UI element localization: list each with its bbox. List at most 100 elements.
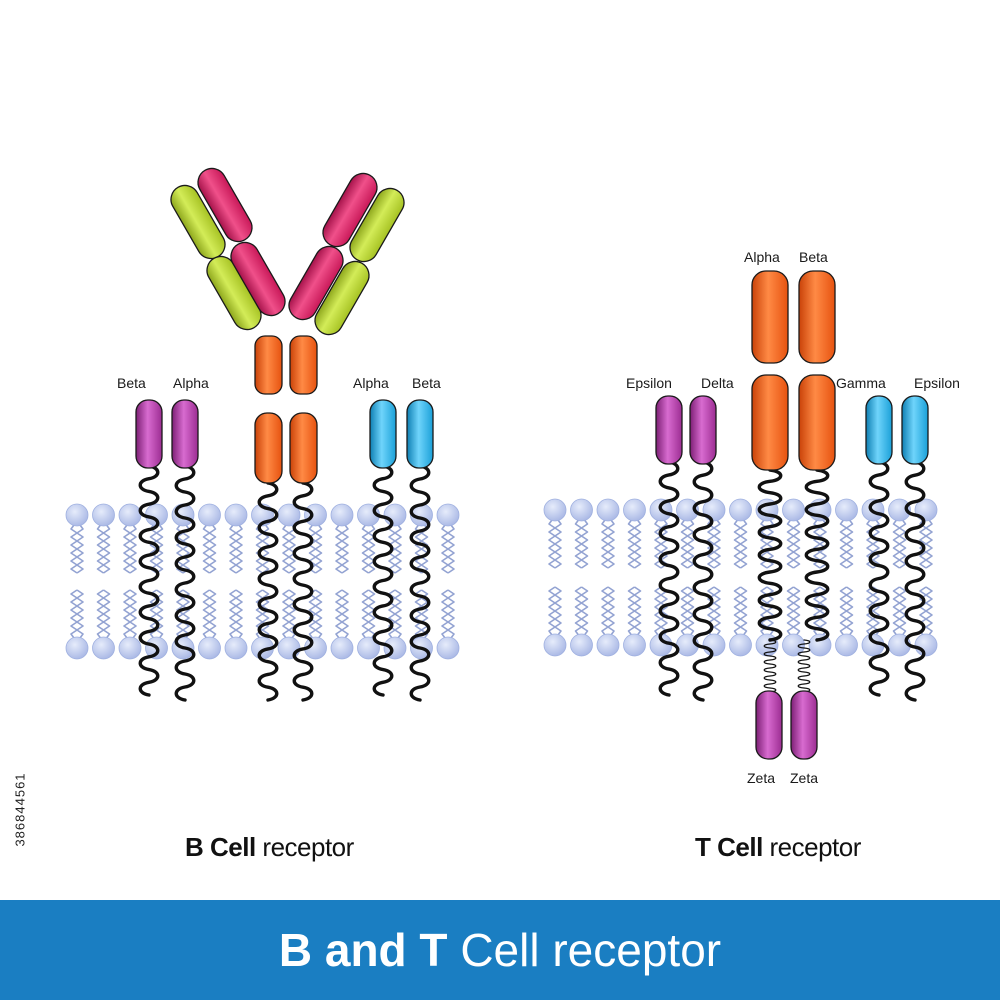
lipid-tail	[96, 589, 105, 639]
antibody-stem	[254, 335, 318, 484]
label-zeta-right: Zeta	[790, 770, 818, 786]
lipid-tail	[925, 586, 933, 636]
cd3-epsilon-right-chain	[904, 460, 926, 702]
lipid-tail	[96, 524, 105, 574]
lipid-tail	[892, 519, 901, 569]
lipid-tail	[202, 589, 211, 639]
zeta-linker-left	[763, 639, 777, 693]
lipid-head	[330, 503, 354, 527]
lipid-head	[596, 498, 620, 522]
lipid-tail	[335, 524, 343, 574]
lipid-tail	[149, 524, 158, 574]
lipid-head	[304, 503, 327, 527]
lipid-head	[277, 636, 301, 660]
banner-title-rest: Cell receptor	[447, 924, 722, 976]
lipid-head	[65, 636, 89, 660]
label-alpha-left: Alpha	[173, 375, 209, 391]
lipid-head	[436, 503, 460, 527]
lipid-tail	[739, 519, 748, 569]
lipid-head	[330, 636, 354, 660]
t-cell-cd3-gamma	[865, 395, 893, 465]
lipid-tail	[341, 524, 349, 574]
lipid-tail	[367, 589, 376, 639]
lipid-tail	[739, 586, 748, 636]
lipid-tail	[898, 586, 907, 636]
lipid-tail	[845, 586, 854, 636]
lipid-tail	[208, 589, 217, 639]
label-epsilon-right: Epsilon	[914, 375, 960, 391]
lipid-tail	[713, 519, 721, 569]
t-cell-caption: T Cell receptor	[695, 832, 861, 863]
lipid-tail	[548, 586, 556, 636]
antibody-left-arm	[170, 167, 286, 331]
lipid-head	[782, 633, 805, 657]
lipid-head	[92, 503, 115, 527]
lipid-tail	[574, 519, 583, 569]
lipid-head	[570, 498, 593, 522]
lipid-tail	[680, 586, 689, 636]
b-cell-chains	[138, 464, 431, 702]
lipid-tail	[839, 586, 848, 636]
lipid-tail	[420, 524, 429, 574]
lipid-tail	[607, 519, 615, 569]
b-cell-ig-beta-right	[406, 399, 434, 469]
label-beta-left: Beta	[117, 375, 146, 391]
lipid-head	[436, 636, 460, 660]
heavy-chain-left	[257, 481, 279, 702]
t-cell-tcr-alpha-beta	[751, 270, 836, 471]
t-cell-cd3-epsilon-left	[655, 395, 683, 465]
banner-title: B and T Cell receptor	[279, 923, 721, 977]
lipid-tail	[580, 586, 589, 636]
t-cell-caption-bold: T Cell	[695, 832, 763, 862]
lipid-head	[702, 633, 726, 657]
b-cell-caption: B Cell receptor	[185, 832, 354, 863]
lipid-tail	[394, 524, 402, 574]
lipid-tail	[70, 589, 78, 639]
lipid-head	[835, 633, 858, 657]
lipid-tail	[314, 524, 323, 574]
lipid-head	[224, 503, 248, 527]
lipid-head	[198, 636, 221, 660]
lipid-head	[92, 636, 115, 660]
lipid-tail	[235, 524, 243, 574]
lipid-tail	[686, 586, 695, 636]
t-cell-membrane	[543, 498, 938, 657]
lipid-tail	[129, 524, 137, 574]
lipid-head	[729, 498, 752, 522]
lipid-tail	[76, 589, 84, 639]
cd3-delta-chain	[692, 460, 714, 702]
lipid-head	[888, 498, 911, 522]
ig-beta-left-chain	[138, 464, 160, 697]
lipid-tail	[288, 524, 296, 574]
lipid-head	[357, 636, 380, 660]
t-cell-caption-rest: receptor	[762, 832, 862, 862]
lipid-head	[118, 503, 142, 527]
lipid-tail	[394, 589, 402, 639]
lipid-tail	[202, 524, 211, 574]
lipid-head	[224, 636, 248, 660]
lipid-head	[782, 498, 805, 522]
lipid-tail	[361, 524, 370, 574]
lipid-tail	[282, 524, 290, 574]
lipid-tail	[633, 519, 642, 569]
lipid-tail	[554, 586, 562, 636]
lipid-tail	[229, 589, 237, 639]
label-tcr-beta: Beta	[799, 249, 828, 265]
label-alpha-right: Alpha	[353, 375, 389, 391]
lipid-tail	[208, 524, 217, 574]
lipid-tail	[733, 586, 742, 636]
b-cell-ig-alpha-left	[171, 399, 199, 469]
tcr-beta-chain	[804, 468, 830, 642]
lipid-tail	[229, 524, 237, 574]
lipid-tail	[872, 586, 880, 636]
lipid-tail	[123, 524, 131, 574]
lipid-tail	[70, 524, 78, 574]
lipid-head	[171, 503, 195, 527]
label-gamma: Gamma	[836, 375, 886, 391]
lipid-tail	[123, 589, 131, 639]
lipid-tail	[845, 519, 854, 569]
t-cell-cd3-epsilon-right	[901, 395, 929, 465]
label-epsilon-left: Epsilon	[626, 375, 672, 391]
lipid-tail	[129, 589, 137, 639]
banner-title-bold: B and T	[278, 924, 448, 976]
